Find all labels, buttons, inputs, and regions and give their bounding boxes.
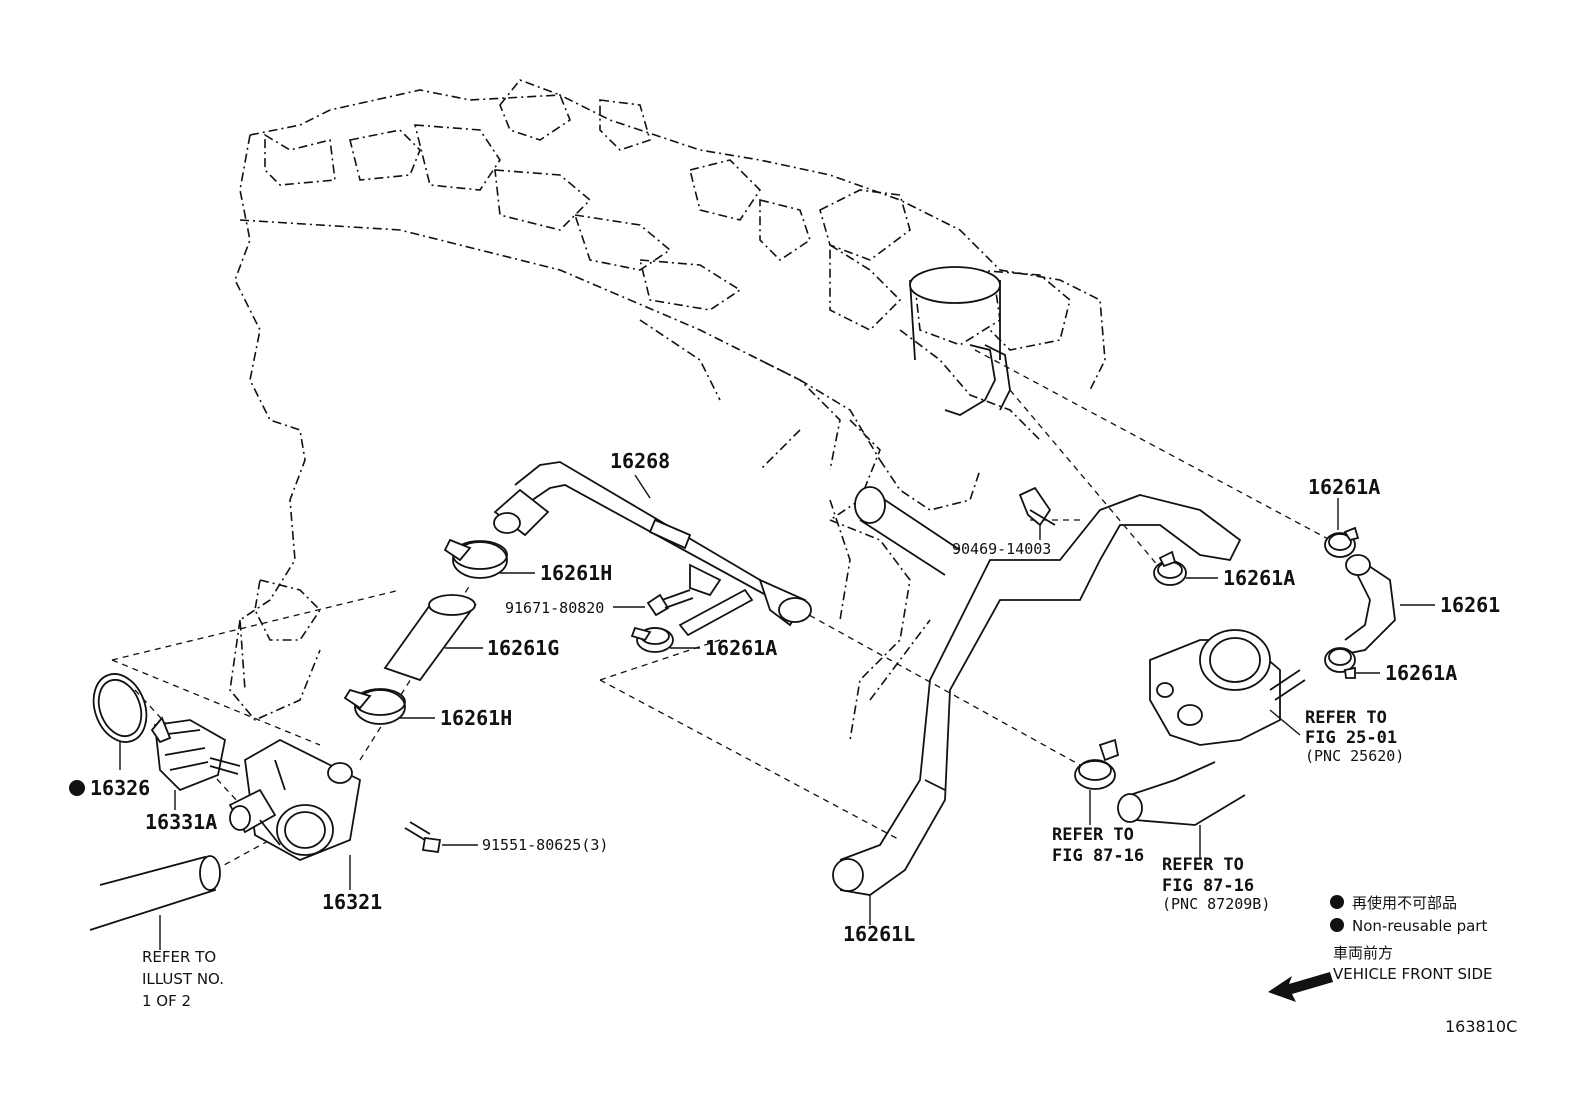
refer-fig2501-line3: (PNC 25620): [1305, 747, 1404, 765]
bolt-91671: [646, 589, 694, 617]
label-16261h-bottom: 16261H: [440, 706, 512, 730]
refer-fig8716a-line2: FIG 87-16: [1052, 846, 1144, 866]
refer-fig8716a-line1: REFER TO: [1052, 825, 1134, 845]
refer-illust-line1: REFER TO: [142, 948, 216, 966]
gasket-16326: [92, 673, 148, 743]
label-16261a-r1: 16261A: [1223, 566, 1295, 590]
front-arrow-icon: [1268, 972, 1333, 1002]
nonreusable-marker-16326: [69, 780, 85, 796]
label-16268: 16268: [610, 449, 670, 473]
label-16261g: 16261G: [487, 636, 559, 660]
thermostat-16331a: [150, 716, 241, 792]
clamp-16261a-r1: [1153, 550, 1187, 586]
label-16261l: 16261L: [843, 922, 915, 946]
engine-water-outlet: [909, 266, 1011, 416]
engine-side-pipe: [854, 486, 961, 576]
hose-fig8716: [1117, 761, 1246, 826]
clamp-16261a-tr: [1324, 526, 1360, 558]
label-16261a-tr: 16261A: [1308, 475, 1380, 499]
clamp-16261a-mid: [630, 626, 674, 653]
label-16331a: 16331A: [145, 810, 217, 834]
bolt-91551: [404, 821, 442, 854]
refer-notes: REFER TO ILLUST NO. 1 OF 2 REFER TO FIG …: [142, 708, 1404, 1010]
label-16321: 16321: [322, 890, 382, 914]
legend-nonreusable-jp: 再使用不可部品: [1352, 894, 1457, 912]
clip-90469: [1018, 486, 1056, 527]
label-90469: 90469-14003: [952, 540, 1051, 558]
refer-fig8716b-line1: REFER TO: [1162, 855, 1244, 875]
legend-bullet-jp: [1330, 895, 1344, 909]
legend-front-en: VEHICLE FRONT SIDE: [1333, 965, 1493, 983]
clamp-16261h-bottom: [343, 688, 406, 725]
label-16261: 16261: [1440, 593, 1500, 617]
label-91671: 91671-80820: [505, 599, 604, 617]
leader-lines: [119, 474, 1435, 950]
label-16261h-top: 16261H: [540, 561, 612, 585]
part-labels: 16268 16261H 91671-80820 16261G 16261A 1…: [69, 449, 1500, 946]
legend: 再使用不可部品 Non-reusable part 車両前方 VEHICLE F…: [1268, 894, 1493, 1002]
clamp-fig8716: [1074, 738, 1120, 790]
hose-16261l: [832, 494, 1242, 896]
throttle-body: [1149, 629, 1306, 746]
refer-fig8716b-line2: FIG 87-16: [1162, 876, 1254, 896]
label-16261a-mid: 16261A: [705, 636, 777, 660]
legend-nonreusable-en: Non-reusable part: [1352, 917, 1487, 935]
label-16261a-r2: 16261A: [1385, 661, 1457, 685]
legend-bullet-en: [1330, 918, 1344, 932]
legend-front-jp: 車両前方: [1333, 944, 1393, 962]
hose-16261g: [383, 594, 477, 682]
clamp-16261a-r2: [1324, 647, 1356, 679]
label-16326: 16326: [90, 776, 150, 800]
engine-outline: [229, 79, 1106, 741]
refer-fig8716b-line3: (PNC 87209B): [1162, 895, 1270, 913]
water-bypass-pipe: [493, 461, 812, 637]
refer-fig2501-line2: FIG 25-01: [1305, 728, 1397, 748]
water-inlet-16321: [228, 738, 361, 861]
hose-16261: [1339, 554, 1396, 656]
refer-fig2501-line1: REFER TO: [1305, 708, 1387, 728]
illustration-code: 163810C: [1445, 1017, 1517, 1036]
refer-illust-line2: ILLUST NO.: [142, 970, 224, 988]
refer-illust-line3: 1 OF 2: [142, 992, 191, 1010]
label-91551: 91551-80625(3): [482, 836, 608, 854]
lower-left-hose: [89, 855, 221, 931]
clamp-16261h-top: [443, 538, 508, 579]
